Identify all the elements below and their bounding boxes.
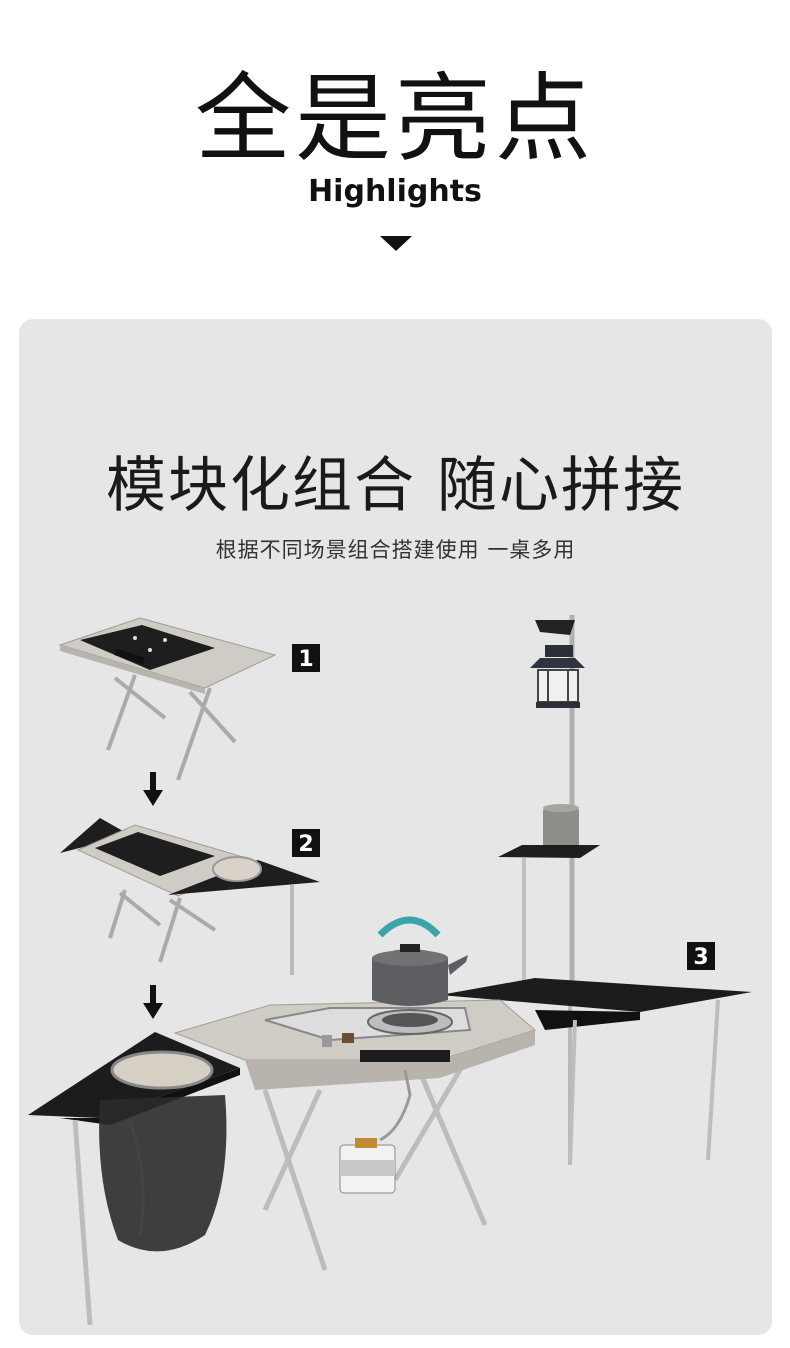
step-badge-3-label: 3 [693, 945, 708, 970]
arrow-down-icon [143, 985, 163, 1019]
lantern-icon [530, 645, 585, 708]
triangle-down-icon [380, 236, 412, 251]
gas-canister-icon [339, 1069, 412, 1194]
step-badge-1-label: 1 [298, 647, 313, 672]
stove-icon [264, 1007, 472, 1047]
table-2-illustration [60, 818, 320, 975]
feature-subtitle: 根据不同场景组合搭建使用 一桌多用 [215, 538, 576, 562]
arrow-down-icon [143, 772, 163, 806]
header-section: 全是亮点 Highlights [0, 0, 790, 300]
step-badge-2-label: 2 [298, 832, 313, 857]
step-badge-1 [292, 644, 320, 672]
feature-title: 模块化组合 随心拼接 [105, 451, 686, 521]
page-subtitle-en: Highlights [308, 174, 482, 209]
page-title: 全是亮点 [195, 63, 595, 175]
kettle-icon [372, 916, 468, 1006]
step-badge-2 [292, 829, 320, 857]
table-1-illustration [58, 617, 277, 781]
trash-bag-icon [99, 1095, 227, 1252]
combined-table-illustration [28, 615, 752, 1326]
step-badge-3 [687, 942, 715, 970]
cup-icon [543, 804, 579, 850]
